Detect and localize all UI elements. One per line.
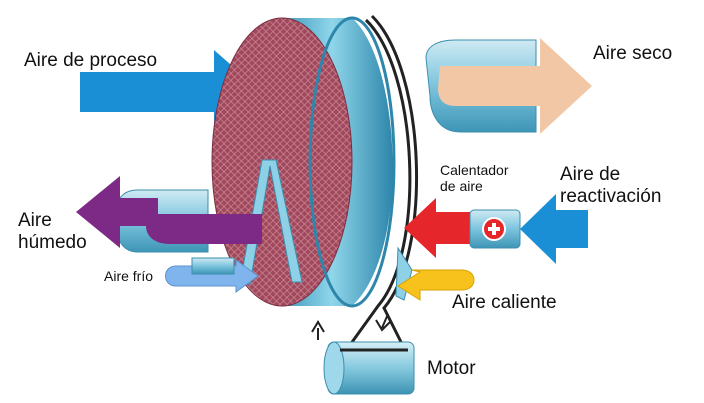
plus-circle-icon — [482, 217, 506, 241]
cold-air-label: Aire frío — [104, 268, 154, 284]
belt-direction-icon — [311, 313, 391, 340]
drive-belt — [340, 14, 418, 357]
heated-air-arrow — [404, 198, 470, 258]
hot-air-label: Aire caliente — [452, 292, 557, 313]
hot-air-arrow — [397, 269, 475, 301]
humid-air-arrow — [76, 176, 262, 248]
process-air-label: Aire de proceso — [24, 50, 158, 71]
motor — [323, 341, 415, 395]
dry-air-arrow — [438, 38, 592, 134]
heater-label: Calentador de aire — [440, 162, 509, 195]
reactivation-air-arrow — [520, 194, 588, 264]
dry-air-label: Aire seco — [593, 43, 673, 64]
cold-air-arrow — [165, 259, 259, 293]
wheel-rim-edge — [308, 16, 396, 308]
motor-label: Motor — [427, 358, 476, 379]
reactivation-air-label: Aire de reactivación — [560, 164, 662, 207]
humid-air-label: Aire húmedo — [18, 210, 87, 253]
cold-air-duct — [191, 257, 235, 275]
